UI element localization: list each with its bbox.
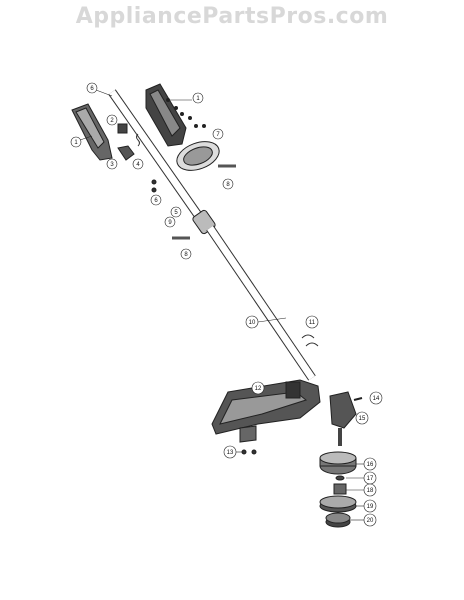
trigger-handle[interactable] [71, 103, 113, 161]
switch-part[interactable] [117, 123, 128, 134]
trigger-part[interactable] [117, 145, 135, 161]
guard-screws[interactable] [241, 449, 257, 455]
svg-text:9: 9 [168, 220, 172, 226]
bump-knob[interactable] [325, 512, 351, 528]
head-screw[interactable] [353, 397, 363, 401]
callout-5: 5 [170, 206, 182, 218]
svg-text:14: 14 [373, 396, 380, 402]
callout-10: 10 [245, 315, 259, 329]
callout-20: 20 [363, 513, 377, 527]
lower-shaft[interactable] [206, 225, 316, 381]
washer-part[interactable] [335, 475, 345, 481]
callout-17: 17 [363, 471, 377, 485]
svg-text:12: 12 [255, 386, 262, 392]
handle-clamp[interactable] [301, 334, 319, 347]
svg-text:18: 18 [367, 488, 374, 494]
svg-text:2: 2 [110, 118, 114, 124]
svg-text:7: 7 [216, 132, 220, 138]
gear-head[interactable] [329, 391, 357, 446]
callout-6-bottom: 6 [150, 194, 162, 206]
motor-housing[interactable] [145, 83, 187, 147]
svg-text:1: 1 [196, 96, 200, 102]
svg-text:17: 17 [367, 476, 374, 482]
auxiliary-guard[interactable] [173, 136, 223, 175]
main-guard[interactable] [211, 379, 321, 435]
callout-3: 3 [106, 158, 118, 170]
spring-part[interactable] [136, 133, 140, 147]
callout-11: 11 [305, 315, 319, 329]
callout-16: 16 [363, 457, 377, 471]
callout-4: 4 [132, 158, 144, 170]
svg-text:15: 15 [359, 416, 366, 422]
svg-text:19: 19 [367, 504, 374, 510]
svg-text:5: 5 [174, 210, 178, 216]
line-spool[interactable] [319, 495, 357, 513]
svg-text:1: 1 [74, 140, 78, 146]
callout-12: 12 [251, 381, 265, 395]
svg-text:10: 10 [249, 320, 256, 326]
callout-18: 18 [363, 483, 377, 497]
callout-13: 13 [223, 445, 237, 459]
callout-15: 15 [355, 411, 369, 425]
upper-shaft[interactable] [108, 89, 204, 221]
callout-2: 2 [106, 114, 118, 126]
line-cutter-bracket[interactable] [239, 425, 257, 443]
spool-spring[interactable] [333, 483, 347, 495]
svg-text:8: 8 [226, 182, 230, 188]
callout-1-left: 1 [70, 136, 82, 148]
callout-14: 14 [369, 391, 383, 405]
svg-text:13: 13 [227, 450, 234, 456]
svg-text:6: 6 [90, 86, 94, 92]
screws-group[interactable] [166, 98, 206, 128]
svg-text:3: 3 [110, 162, 114, 168]
spool-housing[interactable] [319, 451, 357, 475]
callout-6-top: 6 [86, 82, 98, 94]
callout-9: 9 [164, 216, 176, 228]
svg-text:11: 11 [309, 320, 316, 326]
watermark-text: AppliancePartsPros.com [75, 4, 389, 29]
callout-8-lower: 8 [180, 248, 192, 260]
callout-19: 19 [363, 499, 377, 513]
svg-text:6: 6 [154, 198, 158, 204]
svg-text:8: 8 [184, 252, 188, 258]
callout-8-upper: 8 [222, 178, 234, 190]
callout-1-right: 1 [192, 92, 204, 104]
screws-small[interactable] [151, 179, 157, 193]
svg-text:16: 16 [367, 462, 374, 468]
callout-7: 7 [212, 128, 224, 140]
svg-text:4: 4 [136, 162, 140, 168]
svg-text:20: 20 [367, 518, 374, 524]
